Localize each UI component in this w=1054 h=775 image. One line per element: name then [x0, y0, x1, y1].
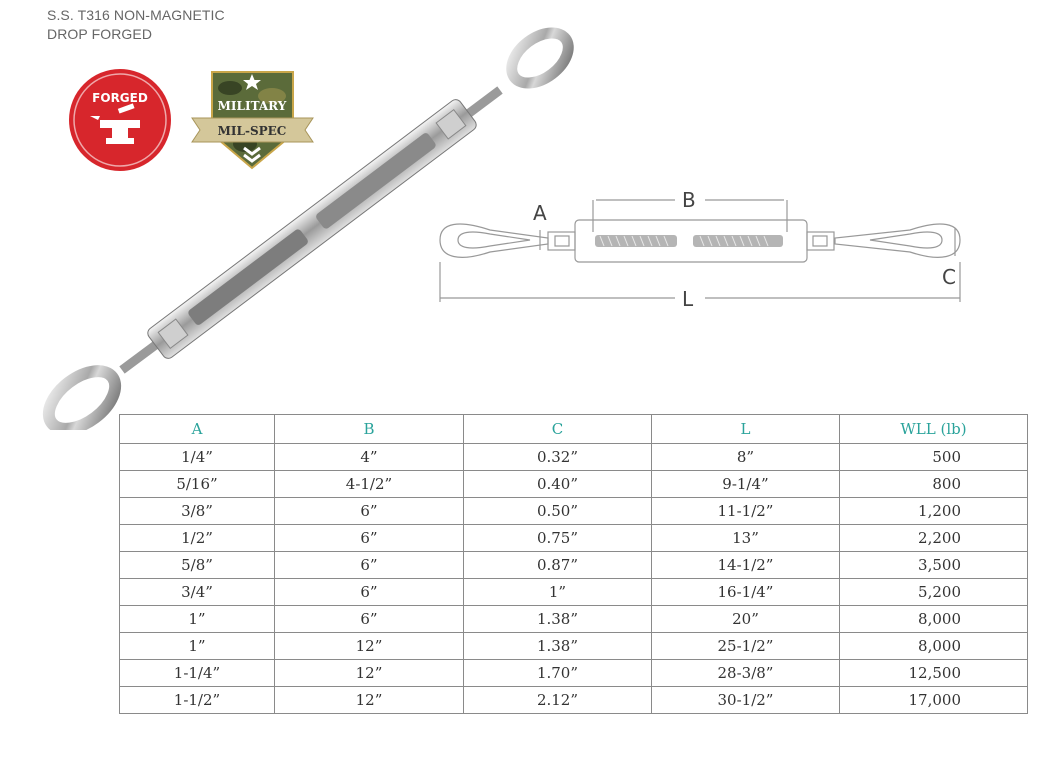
column-header-a: A — [119, 414, 275, 444]
table-row: 1” 12” 1.38” 25-1/2” 8,000 — [119, 632, 1028, 660]
dimension-label-c: C — [942, 265, 956, 289]
forged-badge: FORGED — [69, 69, 171, 171]
cell-b: 12” — [274, 659, 464, 687]
cell-wll: 2,200 — [839, 524, 1028, 552]
military-badge: MILITARY MIL-SPEC — [191, 71, 314, 170]
cell-wll: 17,000 — [839, 686, 1028, 714]
dimension-label-l: L — [682, 287, 694, 311]
table-row: 1” 6” 1.38” 20” 8,000 — [119, 605, 1028, 633]
cell-l: 8” — [651, 443, 840, 471]
cell-b: 6” — [274, 605, 464, 633]
cell-c: 0.75” — [463, 524, 652, 552]
cell-c: 0.87” — [463, 551, 652, 579]
cell-a: 1/2” — [119, 524, 275, 552]
dimension-diagram: B A C L — [439, 188, 961, 311]
table-row: 3/4” 6” 1” 16-1/4” 5,200 — [119, 578, 1028, 606]
cell-a: 5/16” — [119, 470, 275, 498]
cell-a: 3/8” — [119, 497, 275, 525]
chevron-down-icon — [243, 146, 261, 163]
cell-l: 16-1/4” — [651, 578, 840, 606]
cell-l: 30-1/2” — [651, 686, 840, 714]
cell-a: 3/4” — [119, 578, 275, 606]
cell-wll: 3,500 — [839, 551, 1028, 579]
cell-c: 1.38” — [463, 605, 652, 633]
cell-b: 4” — [274, 443, 464, 471]
cell-b: 6” — [274, 497, 464, 525]
cell-c: 0.50” — [463, 497, 652, 525]
cell-c: 0.40” — [463, 470, 652, 498]
anvil-icon — [90, 103, 140, 144]
column-header-c: C — [463, 414, 652, 444]
cell-c: 2.12” — [463, 686, 652, 714]
cell-b: 6” — [274, 578, 464, 606]
cell-wll: 12,500 — [839, 659, 1028, 687]
table-row: 1-1/4” 12” 1.70” 28-3/8” 12,500 — [119, 659, 1028, 687]
table-header-row: A B C L WLL (lb) — [119, 414, 1028, 444]
product-description: S.S. T316 NON-MAGNETIC DROP FORGED — [47, 6, 225, 44]
turnbuckle-image — [42, 27, 574, 430]
cell-l: 13” — [651, 524, 840, 552]
cell-l: 28-3/8” — [651, 659, 840, 687]
cell-c: 1” — [463, 578, 652, 606]
forged-badge-text: FORGED — [92, 91, 148, 105]
table-row: 5/16” 4-1/2” 0.40” 9-1/4” 800 — [119, 470, 1028, 498]
cell-wll: 1,200 — [839, 497, 1028, 525]
cell-c: 0.32” — [463, 443, 652, 471]
cell-a: 1-1/2” — [119, 686, 275, 714]
cell-l: 14-1/2” — [651, 551, 840, 579]
material-label: S.S. T316 NON-MAGNETIC — [47, 7, 225, 23]
cell-a: 5/8” — [119, 551, 275, 579]
cell-b: 4-1/2” — [274, 470, 464, 498]
cell-b: 6” — [274, 524, 464, 552]
column-header-b: B — [274, 414, 464, 444]
cell-c: 1.70” — [463, 659, 652, 687]
table-row: 1/2” 6” 0.75” 13” 2,200 — [119, 524, 1028, 552]
cell-c: 1.38” — [463, 632, 652, 660]
cell-wll: 800 — [839, 470, 1028, 498]
dimension-label-a: A — [533, 201, 547, 225]
dimension-label-b: B — [682, 188, 696, 212]
cell-a: 1” — [119, 605, 275, 633]
spec-table: A B C L WLL (lb) 1/4” 4” 0.32” 8” 500 5/… — [119, 414, 1028, 714]
process-label: DROP FORGED — [47, 26, 153, 42]
cell-l: 20” — [651, 605, 840, 633]
column-header-wll: WLL (lb) — [839, 414, 1028, 444]
table-row: 1-1/2” 12” 2.12” 30-1/2” 17,000 — [119, 686, 1028, 714]
cell-wll: 8,000 — [839, 605, 1028, 633]
mil-spec-badge-text: MIL-SPEC — [218, 124, 287, 138]
cell-a: 1-1/4” — [119, 659, 275, 687]
cell-wll: 500 — [839, 443, 1028, 471]
cell-b: 12” — [274, 632, 464, 660]
cell-l: 25-1/2” — [651, 632, 840, 660]
cell-l: 11-1/2” — [651, 497, 840, 525]
cell-a: 1” — [119, 632, 275, 660]
cell-a: 1/4” — [119, 443, 275, 471]
table-row: 5/8” 6” 0.87” 14-1/2” 3,500 — [119, 551, 1028, 579]
military-badge-text: MILITARY — [218, 99, 287, 113]
column-header-l: L — [651, 414, 840, 444]
table-row: 3/8” 6” 0.50” 11-1/2” 1,200 — [119, 497, 1028, 525]
table-row: 1/4” 4” 0.32” 8” 500 — [119, 443, 1028, 471]
cell-b: 6” — [274, 551, 464, 579]
cell-wll: 5,200 — [839, 578, 1028, 606]
cell-l: 9-1/4” — [651, 470, 840, 498]
star-icon — [243, 74, 261, 90]
cell-b: 12” — [274, 686, 464, 714]
cell-wll: 8,000 — [839, 632, 1028, 660]
